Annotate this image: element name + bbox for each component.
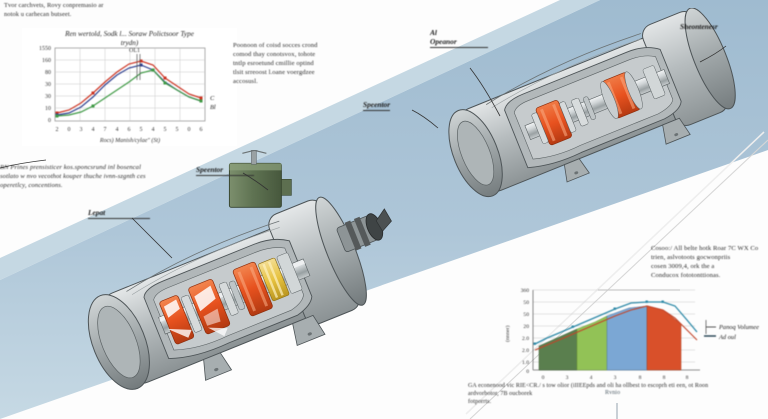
svg-text:30: 30 (45, 94, 51, 100)
svg-text:50: 50 (523, 300, 529, 306)
cutaway-illustration-lower (62, 150, 412, 419)
svg-text:4: 4 (152, 127, 155, 133)
chart-top-title: Ren wertold, Sodk l... Soraw Polictsoor … (65, 30, 194, 38)
svg-text:1.0: 1.0 (522, 360, 529, 366)
callout-upper-left-line-2: Opeanor (430, 37, 488, 48)
svg-text:4: 4 (116, 127, 119, 133)
callout-lower-upper: Speentor (363, 100, 391, 111)
svg-text:160: 160 (42, 58, 51, 64)
text-top-left-line-2: notok u carhecan butseet. (4, 10, 72, 18)
text-bottom-right-line-2: ardvorbotor, 7B oucborek (468, 391, 533, 398)
svg-text:8: 8 (686, 375, 689, 381)
svg-text:5: 5 (176, 127, 179, 133)
chart-bottom: 360 50 50 20 2.0 2.0 1.0 0 (nnner) 0 3 4… (495, 280, 765, 385)
chart-top-series-label-c: C (210, 95, 215, 102)
cutaway-illustration-upper (415, 8, 765, 208)
text-chart-side-line-3: tntlp esroetund cmillie optind (233, 59, 314, 67)
text-mid-left-line-2: sotlato w nvo vecothot kouper thuche ivn… (0, 172, 146, 180)
text-block-chart-side: Poonoon of coisd socces crond comod thay… (233, 42, 341, 86)
text-block-right-mid: Cosoo:/ All belte hotk Roar 7C WX Co tri… (651, 245, 768, 281)
svg-text:360: 360 (521, 288, 530, 294)
text-right-mid-line-3: cosen 3009,4, ork the a (651, 262, 715, 270)
text-bottom-right-caption: Rvnio (605, 390, 621, 396)
text-chart-side-line-2: comod thay conotsvox, tohote (233, 50, 316, 58)
text-block-bottom-right: GA econenood vic RIE<CR./ s tow olior (i… (468, 382, 768, 406)
text-top-left-line-1: Tvor carchvets, Rovy conpremasio ar (4, 2, 104, 9)
text-chart-side-line-1: Poonoon of coisd socces crond (233, 42, 318, 49)
svg-text:3: 3 (80, 127, 83, 133)
svg-text:3: 3 (566, 375, 569, 381)
text-chart-side-line-4: tlsit srreoost l.oane voergdzee (233, 68, 315, 76)
callout-upper-left-line-1: Al (430, 28, 437, 37)
svg-text:2.0: 2.0 (522, 336, 529, 342)
svg-text:30: 30 (45, 82, 51, 88)
chart-top-annotation: OL1 (129, 48, 140, 54)
svg-text:1550: 1550 (39, 46, 51, 52)
svg-text:5: 5 (140, 127, 143, 133)
svg-text:0: 0 (542, 375, 545, 381)
svg-text:80: 80 (45, 70, 51, 76)
callout-lower-upper-label: Speentor (363, 100, 391, 111)
svg-text:4: 4 (590, 375, 593, 381)
callout-upper-left: Al Opeanor (430, 28, 488, 48)
svg-text:50: 50 (523, 312, 529, 318)
chart-top-xlabel: Rocs) Manish/cylae" (St) (99, 137, 160, 144)
text-block-mid-left: BN Prines prensisticer kos.sponcsrund in… (0, 164, 175, 191)
svg-text:4: 4 (92, 127, 95, 133)
svg-text:8: 8 (663, 375, 666, 381)
text-block-top-left: Tvor carchvets, Rovy conpremasio ar noto… (4, 2, 214, 19)
svg-text:10: 10 (45, 106, 51, 112)
svg-text:2.0: 2.0 (522, 348, 529, 354)
text-bottom-right-line-3: fotporrts. (468, 399, 492, 406)
text-chart-side-line-5: accosusl. (233, 77, 258, 85)
svg-text:7: 7 (104, 127, 107, 133)
text-right-mid-line-1: Cosoo:/ All belte hotk Roar 7C WX Co (651, 245, 759, 252)
chart-top: OL1 1550 160 80 30 30 10 0 2 0 3 4 7 4 6… (22, 28, 237, 146)
svg-text:5: 5 (164, 127, 167, 133)
callout-upper-right: Sheontenesr (680, 22, 718, 31)
chart-top-series-label-bl: Bl (210, 104, 216, 111)
callout-speentor-left-label: Speentor (196, 165, 254, 176)
chart-bottom-legend-1: Panoq Volumee (718, 324, 759, 331)
text-right-mid-line-2: trien, aslvotoots gocwonpriis (651, 253, 731, 261)
callout-lepat-label: Lepat (88, 208, 150, 219)
svg-text:3: 3 (614, 375, 617, 381)
chart-bottom-ylabel: (nnner) (504, 325, 511, 342)
svg-text:8: 8 (639, 375, 642, 381)
callout-speentor-left: Speentor (196, 165, 254, 176)
svg-text:6: 6 (200, 127, 203, 133)
svg-text:0: 0 (68, 127, 71, 133)
svg-text:2: 2 (56, 127, 59, 133)
callout-lepat: Lepat (88, 208, 150, 219)
svg-text:0: 0 (188, 127, 191, 133)
chart-bottom-legend-2: Ad oul (718, 334, 736, 341)
text-bottom-right-line-1: GA econenood vic RIE<CR./ s tow olior (i… (468, 383, 709, 389)
text-right-mid-line-4: Conducox fototonttionas. (651, 271, 721, 279)
text-mid-left-line-1: BN Prines prensisticer kos.sponcsrund in… (0, 164, 142, 171)
text-mid-left-line-3: operetlcy, concentions. (0, 181, 63, 189)
svg-text:20: 20 (523, 324, 529, 330)
chart-top-subtitle: trydn) (120, 39, 139, 47)
svg-text:6: 6 (128, 127, 131, 133)
svg-text:0: 0 (48, 118, 51, 124)
svg-text:0: 0 (526, 369, 529, 375)
